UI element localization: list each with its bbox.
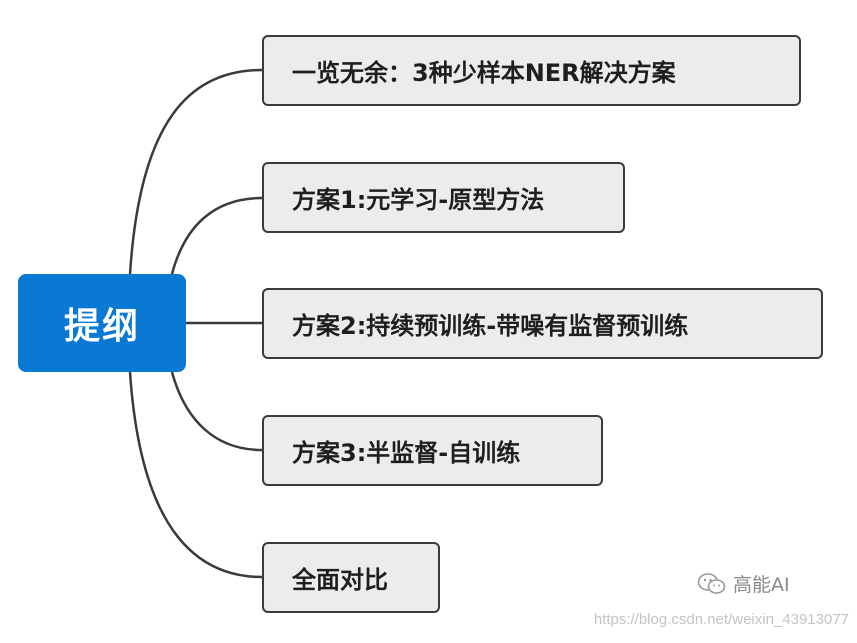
branch-node: 方案2:持续预训练-带噪有监督预训练 [262,288,823,359]
root-label: 提纲 [63,306,140,347]
branch-label: 方案2:持续预训练-带噪有监督预训练 [292,312,689,340]
branch-label: 一览无余：3种少样本NER解决方案 [292,59,676,87]
branch-node: 全面对比 [262,542,440,613]
connector-line [128,371,263,579]
watermark-brand-text: 高能AI [733,574,790,596]
watermark-url: https://blog.csdn.net/weixin_43913077 [593,611,849,628]
branch-node: 方案3:半监督-自训练 [262,415,603,486]
branch-node: 方案1:元学习-原型方法 [262,162,625,233]
watermark-brand: 高能AI [697,570,790,597]
connector-line [170,371,263,452]
branch-label: 方案1:元学习-原型方法 [292,186,545,214]
connector-line [170,196,263,275]
branch-label: 全面对比 [292,566,388,594]
branch-node: 一览无余：3种少样本NER解决方案 [262,35,801,106]
branch-label: 方案3:半监督-自训练 [292,439,521,467]
connector-line [128,68,263,275]
wechat-icon [697,572,726,594]
root-node: 提纲 [18,274,186,372]
